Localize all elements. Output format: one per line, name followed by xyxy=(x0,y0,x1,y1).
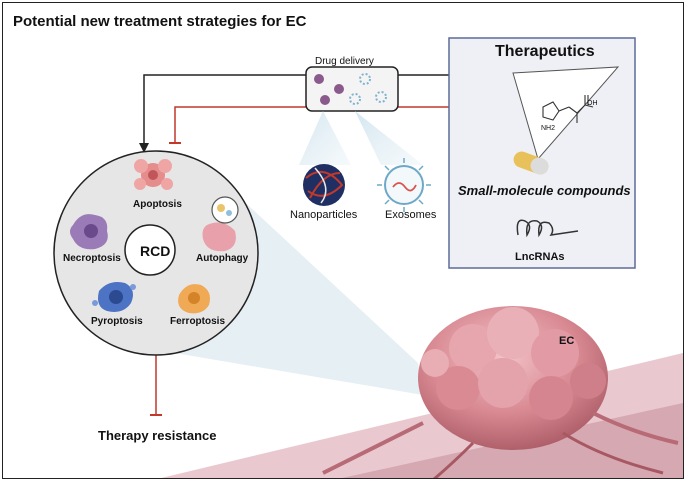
exo-beam xyxy=(355,111,423,165)
molecule-label-oh: OH xyxy=(587,100,598,107)
tissue-floor-shade xyxy=(342,403,683,478)
lncrnas-label: LncRNAs xyxy=(515,251,565,263)
molecule-label-nh2: NH2 xyxy=(541,125,556,132)
pill-icon xyxy=(513,151,549,175)
apoptosis-cell xyxy=(134,159,173,190)
nanoparticle-icon xyxy=(303,164,345,206)
pyroptosis-cell xyxy=(92,282,136,312)
delivery-arrow xyxy=(143,74,306,145)
figure-title: Potential new treatment strategies for E… xyxy=(13,13,307,30)
therapy-resistance-label: Therapy resistance xyxy=(98,428,217,443)
nanoparticles-label: Nanoparticles xyxy=(290,209,358,221)
rcd-center xyxy=(124,224,176,276)
diagram-canvas xyxy=(53,37,683,478)
ferroptosis-cell xyxy=(178,284,210,314)
tumor-label: EC xyxy=(559,335,575,347)
necroptosis-cell xyxy=(70,214,108,250)
exosome-icon xyxy=(377,158,431,212)
pyroptosis-label: Pyroptosis xyxy=(91,316,143,327)
apoptosis-label: Apoptosis xyxy=(133,199,182,210)
necroptosis-label: Necroptosis xyxy=(63,253,121,264)
inhibit-line-top xyxy=(174,106,449,143)
tumor-mass xyxy=(322,306,679,478)
autophagy-label: Autophagy xyxy=(196,253,249,264)
drug-delivery-label: Drug delivery xyxy=(315,56,374,67)
therapeutics-title: Therapeutics xyxy=(495,43,595,60)
autophagy-cell xyxy=(202,196,239,252)
drug-delivery-box xyxy=(305,66,399,112)
lncrna-icon xyxy=(516,219,579,238)
small-molecule-label: Small-molecule compounds xyxy=(458,183,631,198)
molecule-beam xyxy=(512,66,620,161)
molecule-structure xyxy=(542,95,594,123)
nano-beam xyxy=(299,111,351,165)
rcd-label: RCD xyxy=(140,243,171,259)
ferroptosis-label: Ferroptosis xyxy=(170,316,226,327)
delivery-arrowhead xyxy=(139,143,149,153)
figure-frame: Potential new treatment strategies for E… xyxy=(2,2,684,479)
exosomes-label: Exosomes xyxy=(385,209,437,221)
drug-delivery-particles xyxy=(314,73,387,105)
